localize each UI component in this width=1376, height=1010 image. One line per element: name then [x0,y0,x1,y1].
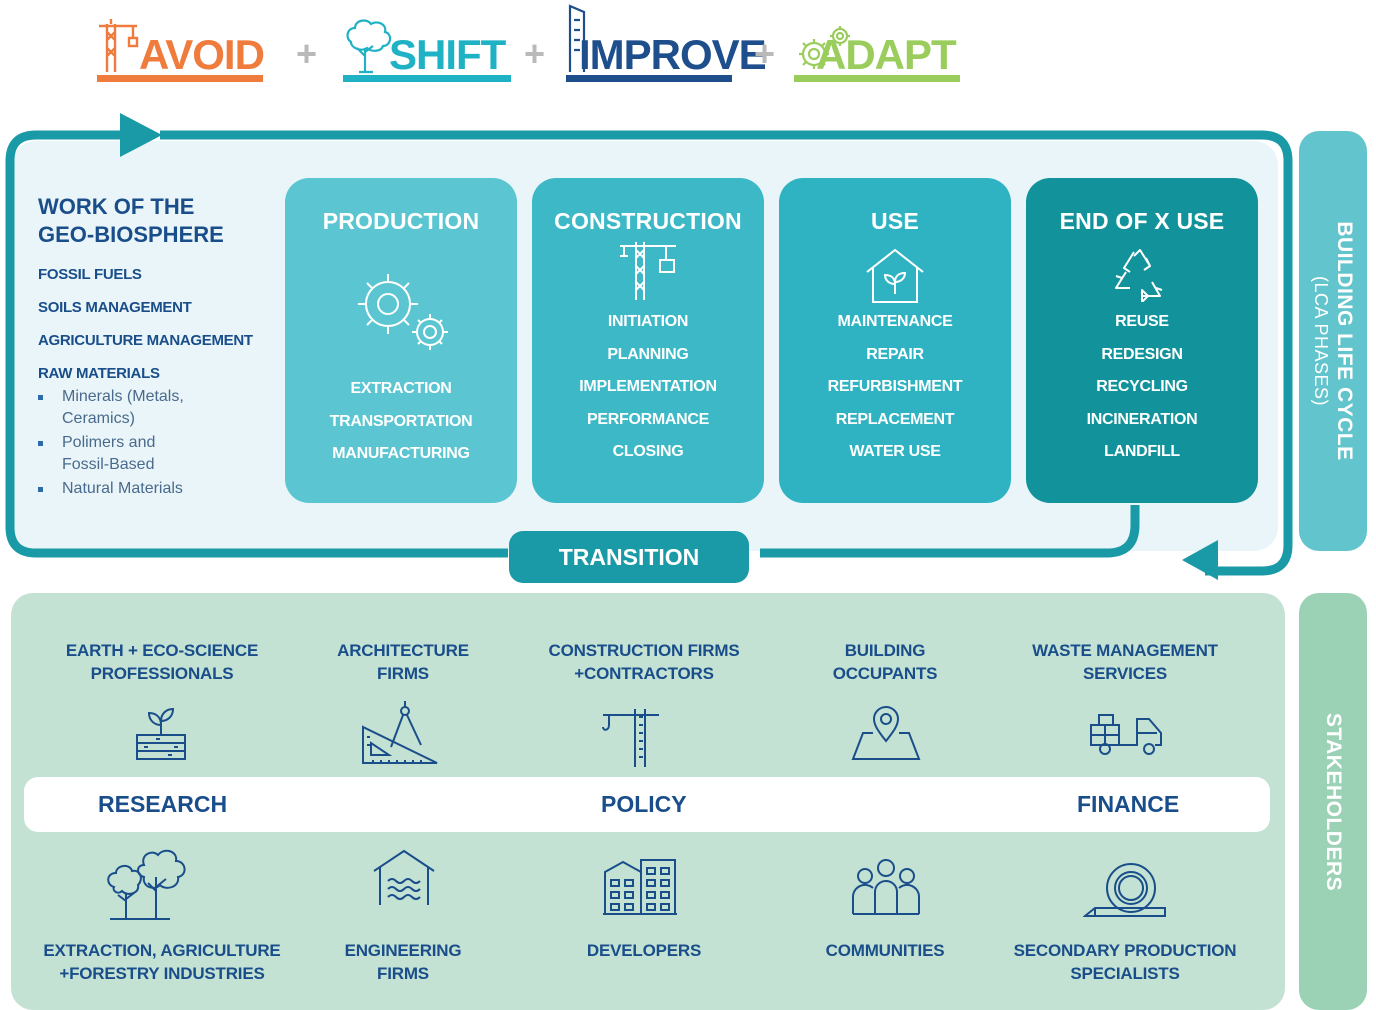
phase-items: MAINTENANCE REPAIR REFURBISHMENT REPLACE… [779,306,1011,469]
plus-sign: + [754,33,776,74]
side-tab-subtitle: (LCA PHASES) [1311,275,1331,407]
phase-use: USE MAINTENANCE REPAIR REFURBISHMENT REP… [779,178,1011,503]
people-icon [852,859,920,915]
house-water-icon [373,849,435,905]
stakeholder-construction-firms: CONSTRUCTION FIRMS+CONTRACTORS [548,641,740,683]
phase-item: INITIATION [607,313,689,330]
phase-items: EXTRACTION TRANSPORTATION MANUFACTURING [285,373,517,471]
phase-item: LANDFILL [1104,443,1180,460]
phase-item: CLOSING [612,443,684,460]
seedling-soil-icon [136,707,186,760]
phase-item: REPLACEMENT [835,410,955,428]
truck-icon [1090,714,1162,755]
geo-item: SOILS MANAGEMENT [38,299,192,316]
crane-icon [99,19,139,72]
stakeholder-developers: DEVELOPERS [586,941,702,960]
plus-sign: + [524,33,546,74]
band-research: RESEARCH [98,791,228,817]
gears-icon [799,26,850,69]
phase-item: REFURBISHMENT [827,378,963,395]
strategy-word: SHIFT [389,31,506,78]
strategy-word: IMPROVE [579,31,767,78]
phase-items: REUSE REDESIGN RECYCLING INCINERATION LA… [1026,306,1258,469]
trees-icon [107,849,186,920]
phase-item: RECYCLING [1096,378,1188,395]
side-tab-title: BUILDING LIFE CYCLE [1333,221,1356,461]
phase-title: USE [871,208,919,234]
phase-item: REPAIR [866,345,924,363]
house-plant-icon [866,248,924,303]
raw-material-item: Natural Materials [38,478,278,500]
geo-item: RAW MATERIALS [38,365,160,382]
coil-icon [1083,863,1166,917]
phase-item: IMPLEMENTATION [579,378,717,395]
phase-construction: CONSTRUCTION INITIATION PLANNING IMPLEME… [532,178,764,503]
phase-production: PRODUCTION EXTRACTION TRANSPORTATION MAN… [285,178,517,503]
factory-icon [568,4,586,72]
buildings-icon [603,859,677,915]
strategy-underline [97,75,263,82]
phase-item: REUSE [1115,313,1169,330]
phase-item: EXTRACTION [350,380,452,397]
phase-items: INITIATION PLANNING IMPLEMENTATION PERFO… [532,306,764,469]
strategy-underline [794,75,960,82]
research-policy-finance-band: RESEARCH POLICY FINANCE [24,777,1270,832]
strategy-avoid: AVOID [97,6,265,82]
geo-biosphere-block: WORK OF THE GEO-BIOSPHERE FOSSIL FUELS S… [38,193,278,500]
phase-item: MANUFACTURING [332,445,470,462]
cycle-arrow [5,113,1293,580]
stakeholder-extraction-industries: EXTRACTION, AGRICULTURE+FORESTRY INDUSTR… [43,941,281,983]
raw-materials-list: Minerals (Metals, Ceramics) Polimers and… [38,386,278,500]
strategy-word: ADAPT [816,31,957,78]
arrow-head-bottom [1182,540,1218,580]
plus-sign: + [296,33,318,74]
gears-icon [358,274,448,350]
geo-item: FOSSIL FUELS [38,266,142,283]
strategy-underline [566,75,732,82]
side-tab-life-cycle: BUILDING LIFE CYCLE (LCA PHASES) [1299,131,1367,551]
strategy-improve: IMPROVE [566,4,767,82]
side-tab-title: STAKEHOLDERS [1322,712,1345,891]
band-policy: POLICY [601,791,687,817]
geo-title: WORK OF THE GEO-BIOSPHERE [38,194,224,247]
phase-title: END OF X USE [1059,208,1225,234]
phase-end-of-use: END OF X USE REUSE REDESIGN RECYCLING IN… [1026,178,1258,503]
recycle-icon [1115,249,1163,302]
phase-item: INCINERATION [1086,410,1198,428]
phase-title: CONSTRUCTION [554,208,742,234]
transition-label: TRANSITION [509,531,749,583]
geo-item: AGRICULTURE MANAGEMENT [38,332,253,349]
phase-item: MAINTENANCE [837,313,953,330]
crane-icon [620,242,676,300]
stakeholder-communities: COMMUNITIES [825,941,945,960]
phase-item: TRANSPORTATION [329,412,473,430]
phase-title: PRODUCTION [322,208,480,234]
raw-material-item: Minerals (Metals, Ceramics) [38,386,188,430]
raw-material-item: Polimers and Fossil-Based [38,432,188,476]
strategy-underline [343,75,511,82]
crane-icon [602,709,659,767]
band-finance: FINANCE [1077,791,1180,817]
compass-ruler-icon [362,701,438,764]
phase-item: WATER USE [849,443,941,460]
strategy-shift: SHIFT [343,6,511,82]
phase-item: PLANNING [607,345,689,363]
phase-item: REDESIGN [1101,345,1183,363]
map-pin-icon [851,706,921,760]
tree-icon [346,19,392,74]
phase-item: PERFORMANCE [586,410,710,428]
side-tab-stakeholders: STAKEHOLDERS [1299,593,1367,1010]
arrow-head-top [120,113,162,157]
strategy-adapt: ADAPT [794,6,960,82]
strategy-word: AVOID [139,31,265,78]
